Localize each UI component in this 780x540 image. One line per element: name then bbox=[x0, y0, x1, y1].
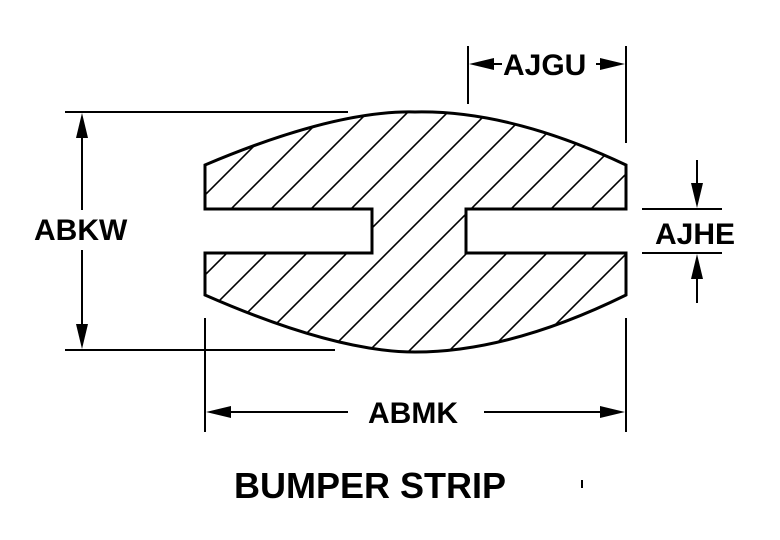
profile-outline bbox=[203, 110, 628, 354]
diagram-title: BUMPER STRIP bbox=[234, 465, 506, 506]
top-width-dimension: AJGU bbox=[467, 46, 627, 143]
top-width-label: AJGU bbox=[503, 49, 586, 82]
overall-width-label: ABMK bbox=[368, 397, 458, 430]
slot-height-dimension: AJHE bbox=[642, 160, 735, 303]
slot-height-label: AJHE bbox=[655, 218, 735, 251]
overall-height-dimension: ABKW bbox=[34, 111, 348, 351]
overall-height-label: ABKW bbox=[34, 214, 128, 247]
overall-width-dimension: ABMK bbox=[204, 318, 627, 432]
